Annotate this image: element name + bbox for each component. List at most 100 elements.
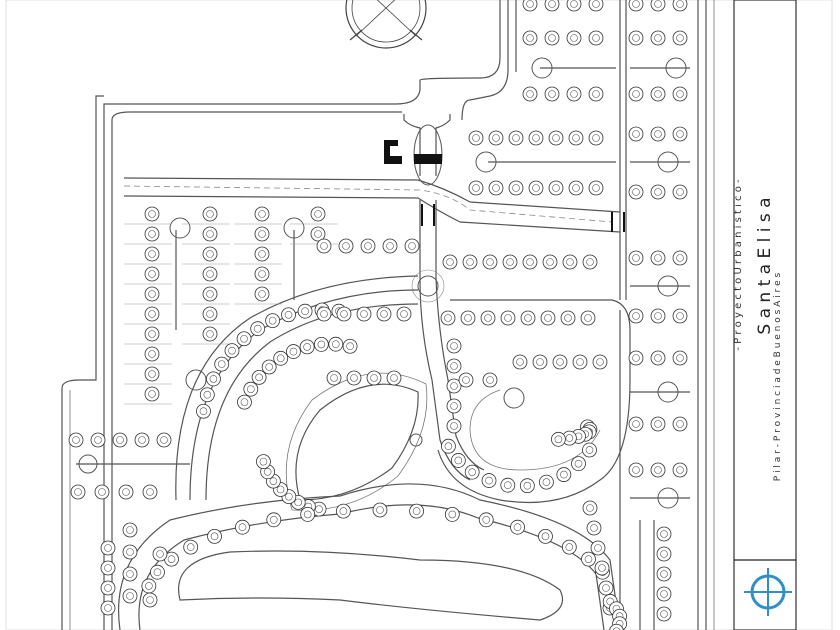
lot-marker-inner [408, 242, 416, 250]
lot-marker [207, 528, 222, 544]
lot-marker [224, 343, 240, 359]
lot-marker-inner [660, 530, 668, 538]
lot-marker-inner [450, 422, 458, 430]
lot-marker-inner [386, 242, 394, 250]
lot-marker-inner [512, 134, 520, 142]
lot-marker [508, 130, 524, 146]
lot-marker-inner [676, 90, 684, 98]
lot-marker-inner [676, 34, 684, 42]
lot-marker-inner [167, 555, 176, 563]
lot-marker-inner [660, 570, 668, 578]
lot-marker-inner [317, 340, 326, 349]
lot-marker-inner [572, 184, 580, 192]
lot-marker [118, 484, 134, 500]
lot-marker-inner [294, 498, 303, 507]
lot-marker [650, 308, 666, 324]
lot-marker-inner [492, 184, 500, 192]
lot-marker [580, 310, 596, 326]
lot-marker-inner [554, 435, 563, 444]
lot-marker-inner [454, 456, 463, 465]
lot-marker [68, 432, 84, 448]
lot-marker-inner [148, 290, 156, 298]
lot-marker [142, 592, 158, 608]
lot-marker [650, 462, 666, 478]
lot-marker [672, 462, 688, 478]
lot-marker [650, 30, 666, 46]
lot-marker [464, 464, 480, 480]
lot-marker [556, 467, 572, 482]
lot-marker [144, 366, 160, 382]
lot-marker-inner [632, 90, 640, 98]
lot-marker-inner [472, 184, 480, 192]
lot-marker-inner [564, 314, 572, 322]
lot-marker-inner [148, 330, 156, 338]
lot-marker-inner [512, 184, 520, 192]
lot-marker [150, 564, 165, 580]
lot-marker [236, 331, 252, 347]
lot-marker [672, 0, 688, 12]
lot-marker [672, 308, 688, 324]
lot-marker-inner [342, 242, 350, 250]
lot-marker-inner [548, 0, 556, 8]
lot-marker-inner [444, 314, 452, 322]
lot-marker-inner [532, 134, 540, 142]
lot-marker [590, 540, 606, 556]
lot-marker-inner [104, 584, 112, 592]
lot-marker [310, 206, 326, 222]
lot-marker-inner [676, 354, 684, 362]
lot-marker [488, 130, 504, 146]
lot-marker [202, 306, 218, 322]
entrance-gate [403, 114, 625, 232]
lot-marker [588, 0, 604, 12]
lot-marker [100, 580, 116, 596]
lot-marker [265, 313, 281, 329]
lot-marker-inner [676, 420, 684, 428]
lot-marker [202, 206, 218, 222]
lot-marker [512, 354, 528, 370]
lot-marker-inner [654, 34, 662, 42]
lot-marker [409, 503, 425, 519]
lot-marker-inner [482, 516, 491, 524]
lot-marker-inner [532, 184, 540, 192]
lot-marker-inner [660, 590, 668, 598]
lot-marker-inner [94, 436, 102, 444]
lot-marker [462, 254, 478, 270]
lot-marker-inner [654, 354, 662, 362]
lot-marker [254, 246, 270, 262]
lot-marker [328, 336, 344, 352]
lot-marker [628, 86, 644, 102]
lot-marker [566, 30, 582, 46]
lot-marker-inner [314, 210, 322, 218]
lot-marker [568, 130, 584, 146]
lot-marker-inner [276, 485, 285, 494]
lot-marker [562, 254, 578, 270]
lot-marker [656, 606, 672, 622]
lot-marker [478, 512, 494, 528]
lot-marker [243, 381, 259, 397]
lot-marker [540, 310, 556, 326]
lot-marker-inner [206, 290, 214, 298]
lot-marker-inner [186, 543, 195, 551]
lot-marker-inner [315, 505, 323, 513]
lot-marker [281, 307, 296, 323]
lot-marker [672, 126, 688, 142]
lot-marker [566, 0, 582, 12]
lot-marker [566, 86, 582, 102]
lot-marker [588, 30, 604, 46]
lot-marker [360, 238, 376, 254]
lot-marker [650, 86, 666, 102]
lot-marker-inner [320, 242, 328, 250]
lot-marker [482, 372, 498, 388]
lot-marker [251, 369, 267, 385]
lot-marker [196, 403, 211, 419]
lot-marker-inner [148, 310, 156, 318]
lot-marker-inner [584, 314, 592, 322]
lot-marker [500, 477, 516, 493]
lot-marker [592, 354, 608, 370]
lot-marker-inner [632, 130, 640, 138]
lot-marker [316, 306, 332, 322]
lot-marker-inner [238, 523, 247, 531]
lot-marker [313, 337, 329, 352]
lot-marker-inner [450, 402, 458, 410]
